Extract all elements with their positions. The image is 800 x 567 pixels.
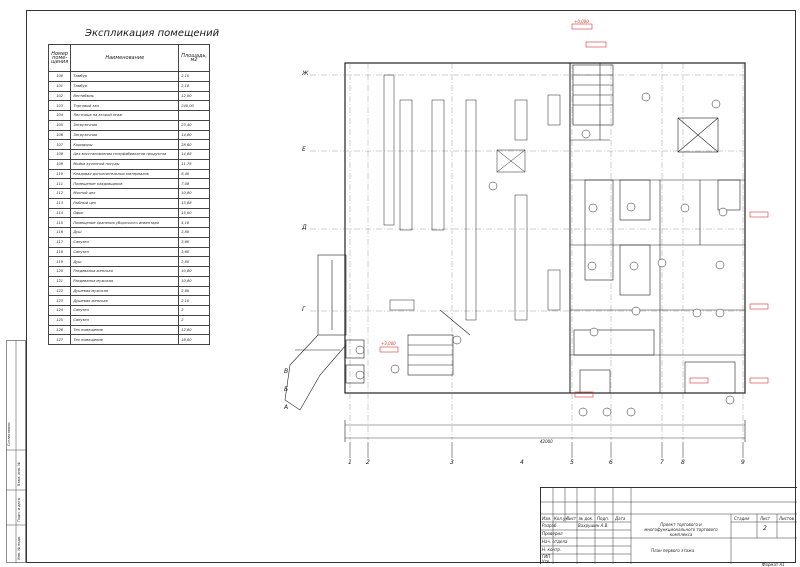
- axis-col-label: 4: [520, 459, 524, 466]
- axis-row-label: Д: [302, 224, 307, 231]
- tb-sheet-number: 2: [763, 525, 767, 532]
- tb-person: Утв.: [542, 559, 551, 564]
- tb-role: Изм.: [542, 516, 552, 521]
- axis-col-label: 3: [450, 459, 454, 466]
- room-name-cell: Тех помещение: [70, 334, 180, 345]
- room-area-cell: 16,00: [178, 334, 210, 345]
- tb-person: ГИП: [542, 554, 551, 559]
- elevation-mark: +0,000: [574, 19, 589, 24]
- tb-role: Кол.уч: [554, 516, 568, 521]
- col-area-header: Площадь, м2: [178, 44, 210, 72]
- tb-person: Нач. отдела: [542, 539, 568, 544]
- side-strip: Согласовано Взам. инв. № Подп. и дата Ин…: [6, 340, 26, 563]
- elevation-mark: +3,000: [381, 341, 396, 346]
- axis-row-label: Ж: [302, 70, 309, 77]
- strip-label: Инв. № подл.: [17, 535, 21, 560]
- tb-project: Проект торгового и многофункционального …: [644, 522, 718, 537]
- tb-person: Проверил: [542, 531, 563, 536]
- axis-row-label: В: [284, 368, 289, 375]
- tb-role: Подп.: [597, 516, 610, 521]
- tb-role: Лист: [566, 516, 577, 521]
- tb-role: Дата: [615, 516, 626, 521]
- tb-role: № док.: [579, 516, 594, 521]
- col-number-header: Номер поме-щения: [47, 44, 72, 72]
- tb-person: Разраб.: [542, 523, 558, 528]
- axis-row-label: Г: [302, 306, 306, 313]
- strip-label: Подп. и дата: [17, 498, 21, 522]
- tb-person: Н. контр.: [542, 547, 562, 552]
- tb-sheets-label: Листов: [779, 516, 794, 521]
- tb-sheet-label: Лист: [760, 516, 771, 521]
- axis-row-label: Е: [302, 146, 306, 153]
- strip-label: Согласовано: [7, 422, 11, 446]
- axis-row-label: А: [284, 404, 289, 411]
- axis-col-label: 1: [348, 459, 352, 466]
- tb-sheet-name: План первого этажа: [651, 548, 695, 553]
- axis-col-label: 7: [660, 459, 664, 466]
- axis-col-label: 6: [609, 459, 613, 466]
- title-block: Изм. Кол.уч Лист № док. Подп. Дата Разра…: [540, 487, 797, 564]
- tb-developer: Вахрушин А.В.: [578, 523, 609, 528]
- col-name-header: Наименование: [70, 44, 180, 72]
- strip-label: Взам. инв. №: [17, 462, 21, 486]
- drawing-frame: [26, 10, 796, 563]
- axis-col-label: 8: [681, 459, 685, 466]
- axis-col-label: 9: [741, 459, 745, 466]
- explication-title: Экспликация помещений: [85, 28, 220, 39]
- axis-col-label: 5: [570, 459, 574, 466]
- axis-row-label: Б: [284, 386, 289, 393]
- total-dimension: 42000: [540, 439, 553, 444]
- explication-table: Номер поме-щения Наименование Площадь, м…: [47, 44, 210, 345]
- tb-stage-label: Стадия: [734, 516, 750, 521]
- room-number-cell: 127: [47, 334, 72, 345]
- format-label: Формат А1: [762, 562, 785, 567]
- axis-col-label: 2: [366, 459, 370, 466]
